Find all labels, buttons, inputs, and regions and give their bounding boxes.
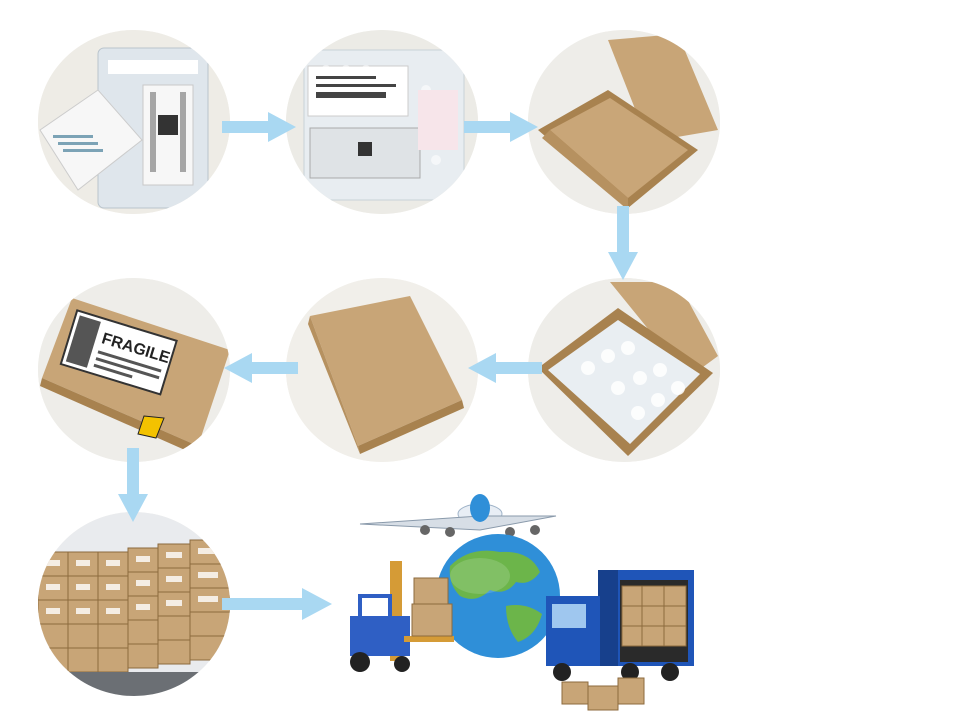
arrow-right-icon <box>464 112 538 142</box>
arrow-left-icon <box>468 353 542 383</box>
step-bubble-bag <box>286 30 478 214</box>
step-open-box <box>528 30 720 214</box>
step-closed-box <box>286 278 478 462</box>
arrow-right-icon <box>222 588 332 620</box>
arrow-down-icon <box>608 206 638 280</box>
airplane-icon <box>359 494 557 537</box>
global-shipping-illustration <box>330 486 700 716</box>
arrow-down-icon <box>118 448 148 522</box>
arrow-right-icon <box>222 112 296 142</box>
globe-icon <box>436 534 560 658</box>
step-box-bubble-wrap <box>528 278 720 462</box>
forklift-icon <box>350 561 454 672</box>
step-warehouse-stock <box>38 512 230 696</box>
truck-icon <box>546 570 694 681</box>
arrow-left-icon <box>224 353 298 383</box>
step-fragile-box: FRAGILE <box>38 278 230 462</box>
step-board-packaged <box>38 30 230 214</box>
